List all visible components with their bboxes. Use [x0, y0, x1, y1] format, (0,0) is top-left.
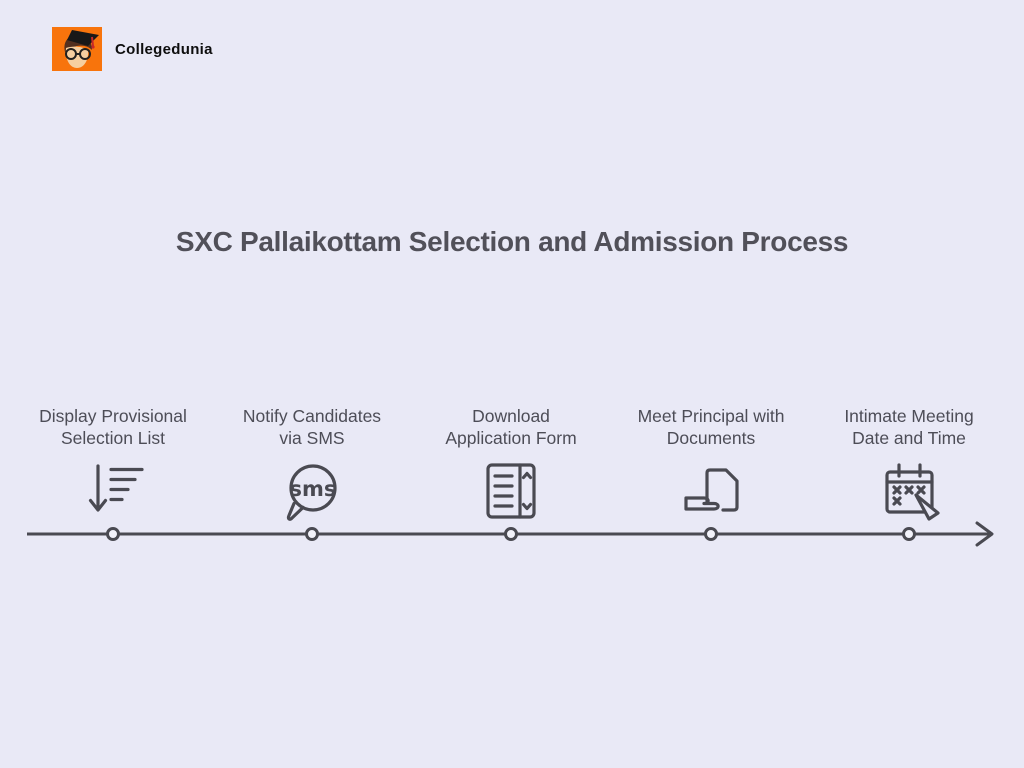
step-label: Display Provisional Selection List: [3, 406, 223, 449]
timeline-step-meet-principal: Meet Principal with Documents: [601, 406, 821, 526]
step-label-line: Notify Candidates: [242, 406, 382, 426]
step-label-line: Intimate Meeting: [844, 406, 974, 426]
timeline-step-display-selection-list: Display Provisional Selection List: [3, 406, 223, 526]
step-label-line: Date and Time: [852, 427, 966, 448]
step-label: Intimate Meeting Date and Time: [799, 406, 1019, 449]
sms-text: sms: [290, 477, 337, 501]
step-label-line: Application Form: [445, 427, 577, 448]
timeline-node: [305, 527, 319, 541]
timeline-step-download-form: Download Application Form: [401, 406, 621, 526]
calendar-pencil-icon: [799, 456, 1019, 526]
step-label-line: via SMS: [279, 427, 345, 448]
form-scroll-icon: [401, 456, 621, 526]
step-label-line: Selection List: [60, 427, 166, 448]
timeline-step-intimate-meeting: Intimate Meeting Date and Time: [799, 406, 1019, 526]
brand-name: Collegedunia: [115, 41, 213, 58]
timeline-step-notify-sms: Notify Candidates via SMS sms: [202, 406, 422, 526]
step-label-line: Documents: [666, 427, 756, 448]
sms-bubble-icon: sms: [202, 456, 422, 526]
timeline-axis: [27, 521, 994, 547]
step-label: Download Application Form: [401, 406, 621, 449]
arrow-right-icon: [975, 521, 994, 547]
timeline-node: [902, 527, 916, 541]
sort-list-down-icon: [3, 456, 223, 526]
timeline-node: [106, 527, 120, 541]
step-label-line: Download: [472, 406, 550, 426]
step-label: Notify Candidates via SMS: [202, 406, 422, 449]
timeline-node: [504, 527, 518, 541]
page-title: SXC Pallaikottam Selection and Admission…: [175, 226, 849, 257]
step-label-line: Meet Principal with: [637, 406, 785, 426]
step-label-line: Display Provisional: [39, 406, 187, 426]
hand-document-icon: [601, 456, 821, 526]
collegedunia-logo-icon: [52, 27, 102, 71]
timeline-node: [704, 527, 718, 541]
step-label: Meet Principal with Documents: [601, 406, 821, 449]
